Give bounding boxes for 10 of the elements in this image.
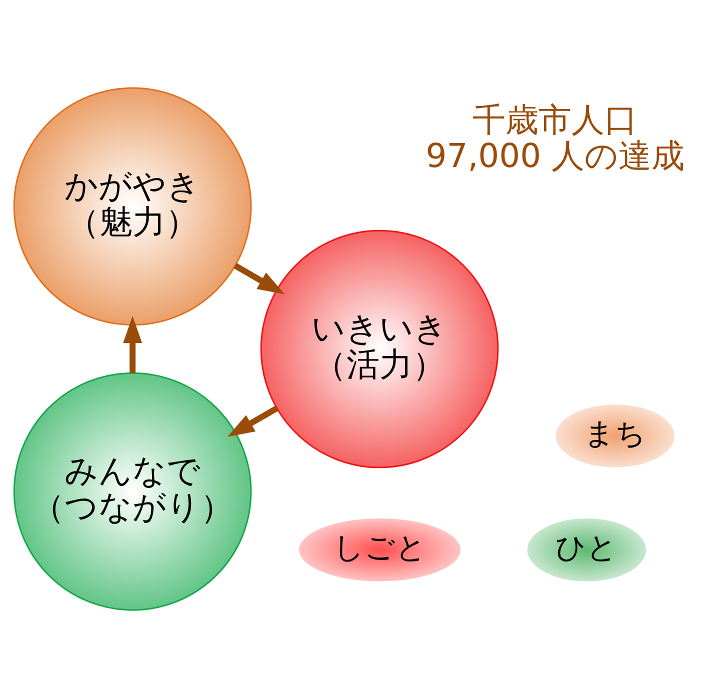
label: ひと bbox=[556, 530, 618, 565]
arrow bbox=[234, 262, 285, 294]
arrow bbox=[123, 315, 142, 373]
label: 千歳市人口 97,000 人の達成 bbox=[426, 100, 685, 175]
node-circle: いきいき （活力） bbox=[260, 229, 499, 468]
label: しごと bbox=[333, 530, 426, 565]
node-circle: みんなで （つながり） bbox=[13, 372, 252, 610]
node-circle: かがやき （魅力） bbox=[13, 86, 252, 326]
label: まち bbox=[584, 416, 646, 451]
arrow bbox=[227, 405, 278, 436]
